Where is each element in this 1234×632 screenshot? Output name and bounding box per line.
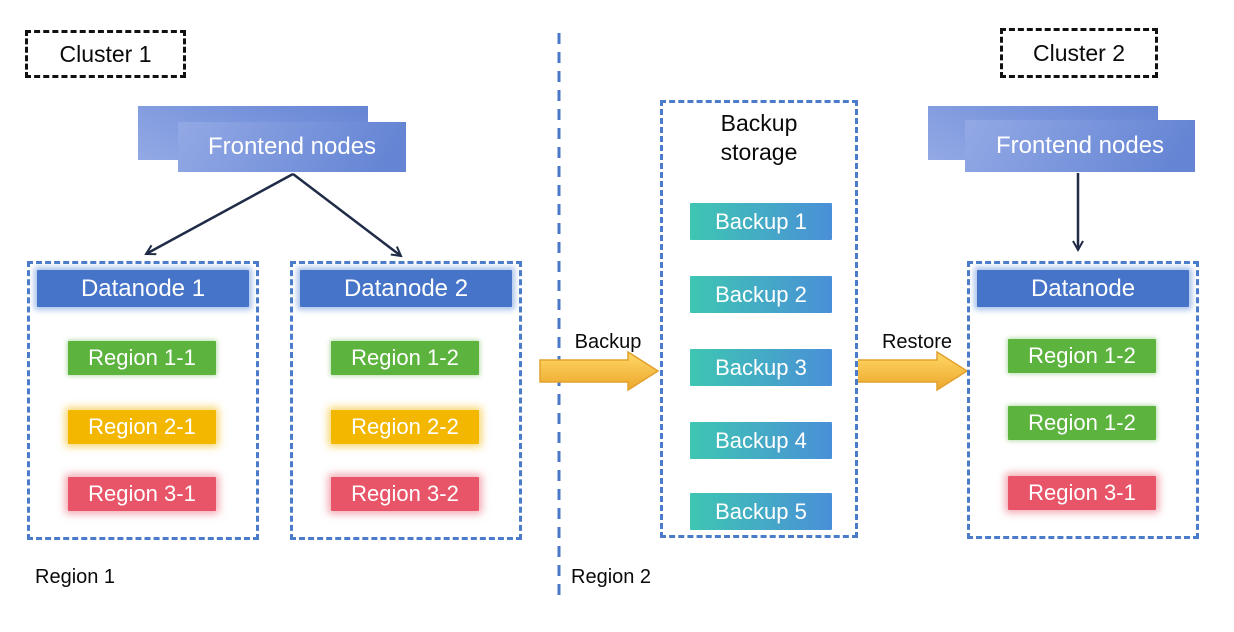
- cluster1-label-box: Cluster 1: [25, 30, 186, 78]
- region-chip: Region 1-2: [1008, 339, 1156, 373]
- region-chip: Region 3-1: [68, 477, 216, 511]
- datanode-right-header: Datanode: [977, 270, 1189, 307]
- frontend-nodes-left: Frontend nodes: [178, 122, 406, 172]
- region-chip: Region 1-2: [1008, 406, 1156, 440]
- datanode1-container: Datanode 1 Region 1-1 Region 2-1 Region …: [27, 261, 259, 540]
- datanode2-title: Datanode 2: [343, 274, 469, 302]
- backup-arrow: [539, 350, 660, 392]
- connector-arrow-frontend-to-datanode2: [292, 173, 403, 258]
- backup-item: Backup 3: [690, 349, 832, 386]
- region-chip: Region 3-2: [331, 477, 479, 511]
- cluster2-label: Cluster 2: [1032, 39, 1126, 66]
- datanode2-container: Datanode 2 Region 1-2 Region 2-2 Region …: [290, 261, 522, 540]
- frontend-nodes-right: Frontend nodes: [965, 120, 1195, 172]
- region-chip: Region 1-2: [331, 341, 479, 375]
- region-chip: Region 2-1: [68, 410, 216, 444]
- datanode1-title: Datanode 1: [80, 274, 206, 302]
- region-chip: Region 3-1: [1008, 476, 1156, 510]
- backup-item: Backup 5: [690, 493, 832, 530]
- region-chip: Region 2-2: [331, 410, 479, 444]
- backup-storage-container: Backup storage Backup 1 Backup 2 Backup …: [660, 100, 858, 538]
- restore-arrow: [852, 350, 969, 392]
- datanode2-header: Datanode 2: [300, 270, 512, 307]
- datanode-right-title: Datanode: [1030, 274, 1136, 302]
- backup-arrow-label: Backup: [574, 331, 642, 353]
- datanode-right-container: Datanode Region 1-2 Region 1-2 Region 3-…: [967, 261, 1199, 539]
- region1-zone-label: Region 1: [35, 566, 116, 588]
- restore-arrow-label: Restore: [881, 331, 953, 353]
- datanode1-header: Datanode 1: [37, 270, 249, 307]
- backup-item: Backup 4: [690, 422, 832, 459]
- cluster2-label-box: Cluster 2: [1000, 28, 1158, 78]
- region2-zone-label: Region 2: [571, 566, 652, 588]
- region-chip: Region 1-1: [68, 341, 216, 375]
- backup-item: Backup 2: [690, 276, 832, 313]
- connector-arrow-frontend-to-datanode1: [144, 172, 294, 256]
- frontend-nodes-left-label: Frontend nodes: [207, 133, 377, 160]
- frontend-nodes-right-label: Frontend nodes: [995, 132, 1165, 159]
- backup-item: Backup 1: [690, 203, 832, 240]
- cluster1-label: Cluster 1: [59, 40, 152, 67]
- backup-storage-title: Backup storage: [720, 110, 798, 165]
